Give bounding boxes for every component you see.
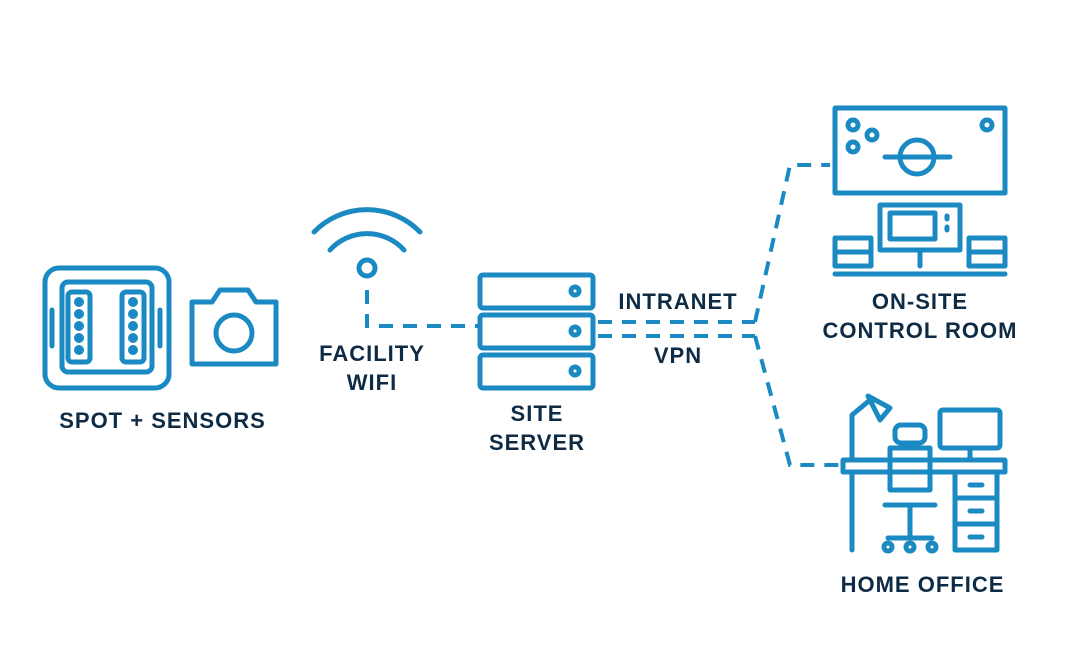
camera-icon xyxy=(189,287,279,367)
wifi-to-server-link xyxy=(365,290,478,328)
control-room-line1: ON-SITE xyxy=(871,289,969,314)
facility-wifi-label: FACILITY WIFI xyxy=(302,339,442,397)
spot-sensors-label: SPOT + SENSORS xyxy=(59,408,266,433)
control-room-icon xyxy=(832,105,1008,277)
site-server-line2: SERVER xyxy=(488,430,586,455)
facility-wifi-line1: FACILITY xyxy=(319,341,425,366)
branch-to-control-room xyxy=(753,163,830,323)
intranet-label: INTRANET xyxy=(618,289,738,314)
wifi-icon xyxy=(311,207,423,279)
site-server-line1: SITE xyxy=(510,401,564,426)
home-office-icon xyxy=(840,393,1008,554)
home-office-label: HOME OFFICE xyxy=(840,572,1005,597)
control-room-label: ON-SITE CONTROL ROOM xyxy=(800,287,1040,345)
server-icon xyxy=(477,272,596,391)
control-room-line2: CONTROL ROOM xyxy=(822,318,1018,343)
facility-wifi-line2: WIFI xyxy=(346,370,398,395)
vpn-label: VPN xyxy=(653,343,703,368)
site-server-label: SITE SERVER xyxy=(472,399,602,457)
branch-to-home-office xyxy=(753,335,840,467)
spot-robot-icon xyxy=(42,265,172,391)
